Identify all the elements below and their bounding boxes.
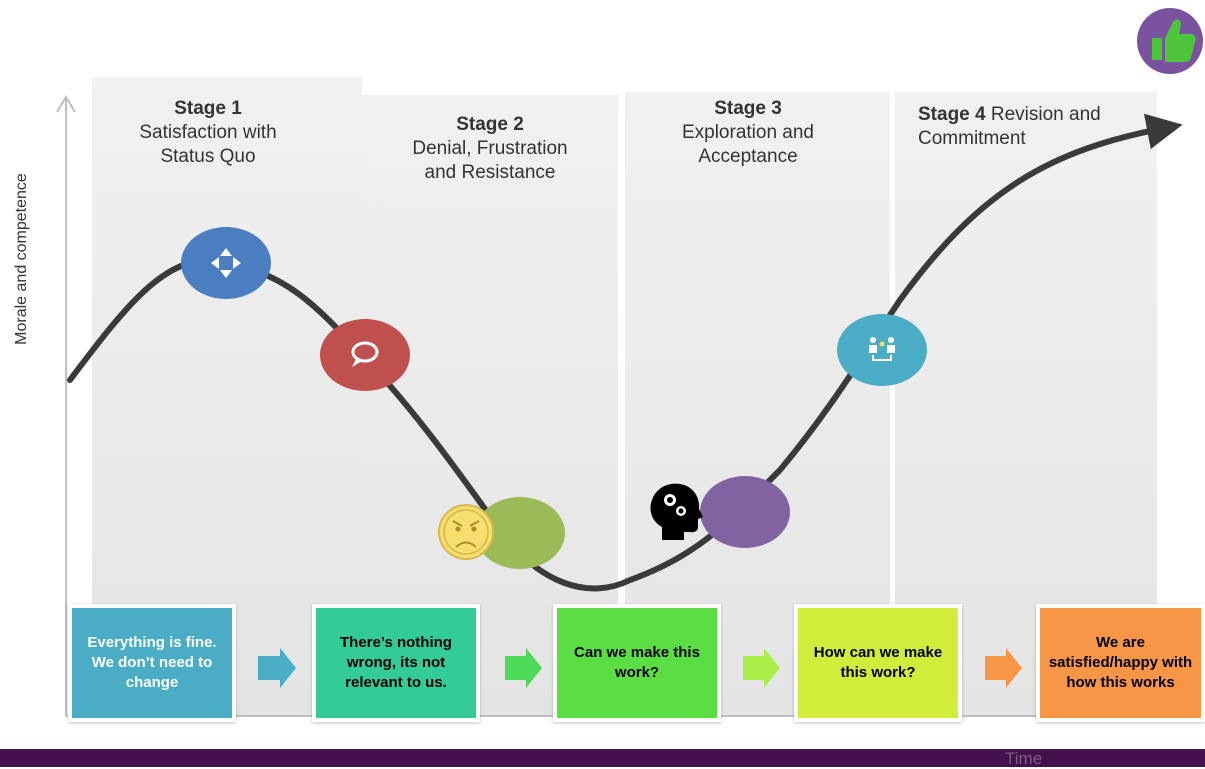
x-axis-label: Time <box>1005 749 1043 768</box>
head-gears-icon <box>650 476 790 548</box>
stage-2-name: Denial, Frustration and Resistance <box>412 138 568 183</box>
stage-3-number: Stage 3 <box>714 98 782 119</box>
stage-3-name: Exploration and Acceptance <box>681 122 815 167</box>
bottom-bar <box>0 749 1205 767</box>
stage-2-title: Stage 2 Denial, Frustration and Resistan… <box>390 113 590 185</box>
stage-4-name: Revision and Commitment <box>918 104 1101 149</box>
angry-face-icon <box>438 497 565 569</box>
stage-3-title: Stage 3 Exploration and Acceptance <box>648 97 848 169</box>
step-box-5: We are satisfied/happy with how this wor… <box>1036 604 1205 722</box>
step-box-4: How can we make this work? <box>794 604 962 722</box>
morale-curve <box>67 113 1183 592</box>
people-network-icon <box>837 314 927 386</box>
stage-2-number: Stage 2 <box>456 114 524 135</box>
step-box-3: Can we make this work? <box>553 604 721 722</box>
stage-4-number: Stage 4 <box>918 104 986 125</box>
move-arrows-icon <box>181 227 271 299</box>
step-box-2: There’s nothing wrong, its not relevant … <box>312 604 480 722</box>
stage-1-number: Stage 1 <box>174 98 242 119</box>
speech-bubble-icon <box>320 319 410 391</box>
y-axis-arrowhead <box>56 95 76 113</box>
stage-1-name: Satisfaction with Status Quo <box>139 122 277 167</box>
stage-4-title: Stage 4 Revision and Commitment <box>918 103 1118 151</box>
step-box-1: Everything is fine. We don’t need to cha… <box>68 604 236 722</box>
thumbs-up-icon <box>1137 8 1203 74</box>
stage-1-title: Stage 1 Satisfaction with Status Quo <box>108 97 308 169</box>
